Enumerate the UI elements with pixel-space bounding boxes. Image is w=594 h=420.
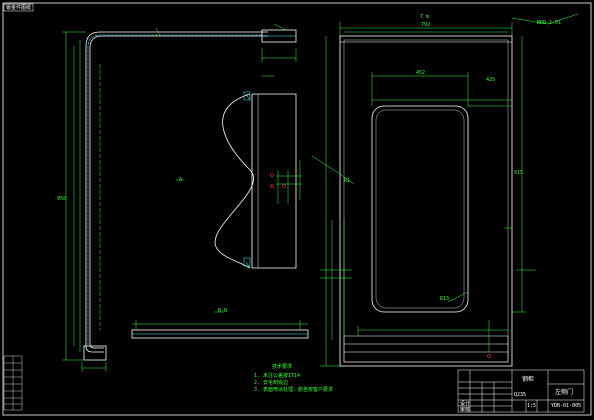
title-checker: 审核 [460,407,471,413]
notes-heading: 技术要求 [272,364,293,370]
title-part-name: 左侧门 [555,389,574,396]
corner-label-box [3,3,34,12]
side-view-inner [343,39,509,363]
callout-cut: R1 [344,178,351,184]
cutout-marker-top [243,91,251,101]
drawing-border [2,2,592,416]
callout-bottom: R13 [440,296,450,302]
callout-right: NDB-2-01 [537,20,562,26]
side-view-dimensions [311,13,579,367]
window-opening [371,105,469,313]
side-vert-dim: 515 [514,170,524,176]
corner-label: 钣金件图纸 [6,5,32,11]
front-view-inner-profile [89,35,268,349]
cutout-profile [251,93,297,269]
side-mid-dim: 425 [486,77,496,83]
title-drawing-no: YDB-01-005 [551,403,582,409]
bottom-channel [343,335,509,363]
cutout-marker-bottom [243,257,251,267]
window-opening-inner [375,109,465,309]
title-designer: 设计 [460,401,471,407]
title-block-grid [457,369,585,413]
note-line-3: 3. 表面喷涂处理，颜色按客户要求 [254,387,334,393]
front-view-cyan-edge [87,34,262,345]
note-line-1: 1. 未注公差按IT14 [254,373,301,379]
title-company: 钢柜 [522,376,535,383]
center-mark-1 [270,173,274,177]
bottom-foot [83,345,107,361]
section-label: B-B [218,308,228,314]
title-scale: 1:5 [527,403,537,409]
center-mark-2 [270,184,274,188]
front-view [83,29,309,361]
side-inner-dim: 452 [416,70,426,76]
side-top-dim: 7 m [420,14,430,20]
side-center-mark [487,354,491,358]
side-view-outer [339,35,513,367]
side-view [339,35,513,367]
front-view-dimensions [62,23,308,372]
front-view-outer-profile [85,31,268,353]
front-view-label: A [179,177,183,183]
left-height-dim: 950 [57,196,67,202]
title-material: Q235 [514,392,527,398]
left-margin-stamp [3,355,23,411]
note-line-2: 2. 去毛刺锐边 [254,380,289,386]
cutout-wave [214,93,254,269]
side-top-dim-sub: 792 [421,22,431,28]
center-mark-3 [282,184,286,188]
